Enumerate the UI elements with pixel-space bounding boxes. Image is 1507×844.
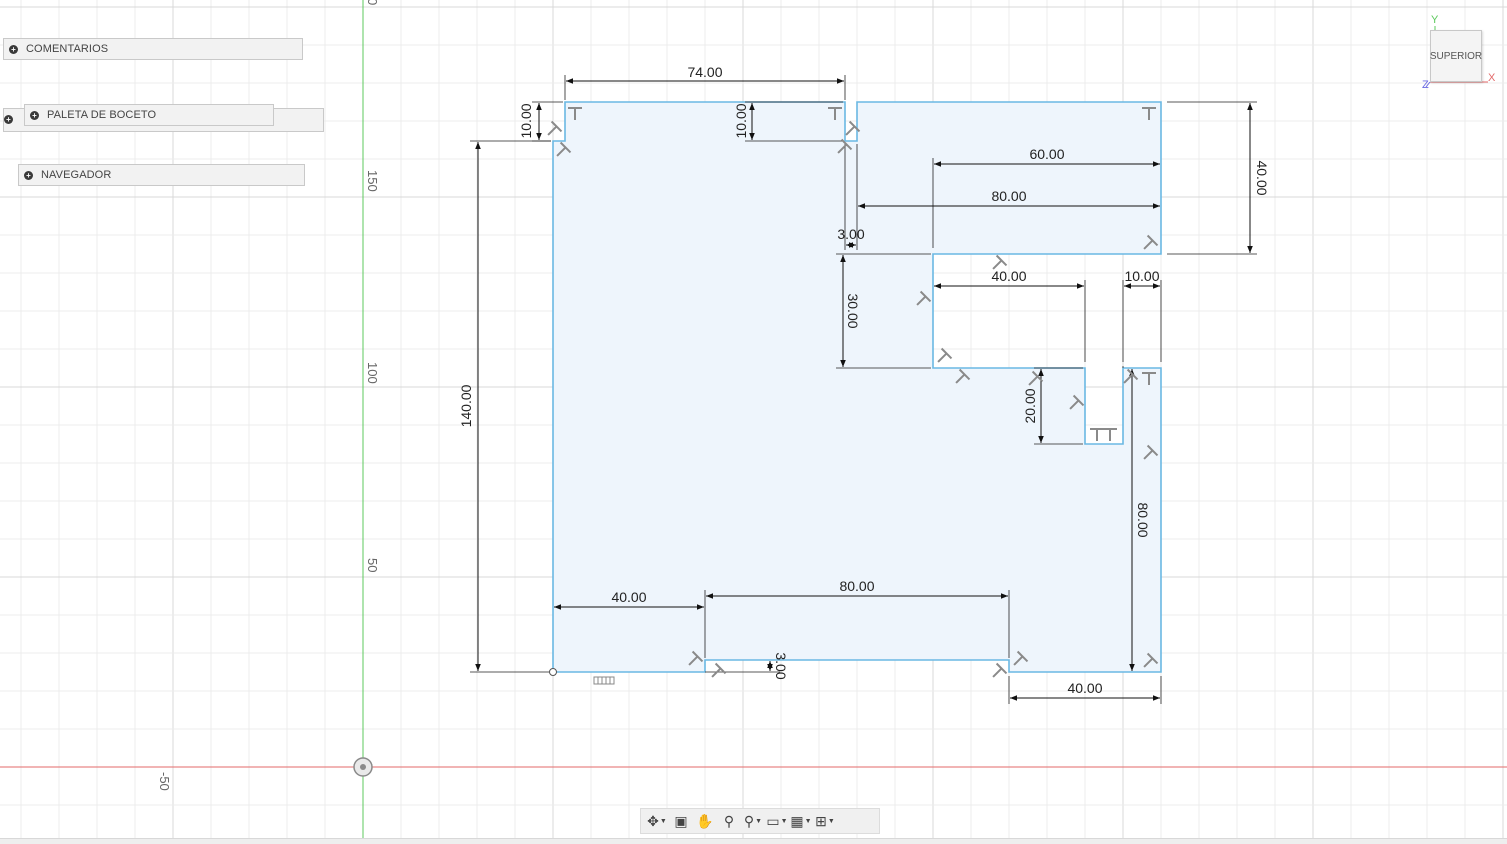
chevron-down-icon: ▼ xyxy=(827,817,835,825)
constraint-glyphs xyxy=(547,107,1159,678)
pan-hand-icon: ✋ xyxy=(696,812,714,829)
perpendicular-constraint-icon xyxy=(1090,428,1104,441)
browser-label: NAVEGADOR xyxy=(41,169,112,181)
perpendicular-constraint-icon xyxy=(568,107,582,120)
origin-icon[interactable] xyxy=(353,757,373,777)
axis-z-label: Z xyxy=(1422,79,1429,91)
axis-x-label: X xyxy=(1488,72,1496,84)
perpendicular-constraint-icon xyxy=(845,120,861,136)
orbit-icon: ✥ xyxy=(647,812,659,829)
display-settings-icon: ▭ xyxy=(766,812,780,829)
perpendicular-constraint-icon xyxy=(1142,372,1156,385)
pin-icon[interactable]: + xyxy=(4,115,13,124)
ruler-label-150: 150 xyxy=(365,170,380,192)
expand-icon[interactable]: + xyxy=(30,110,39,120)
grid-settings-icon: ▦ xyxy=(790,812,804,829)
orbit-button[interactable]: ✥▼ xyxy=(645,811,669,831)
ruler-label-100: 100 xyxy=(365,362,380,384)
perpendicular-constraint-icon xyxy=(1123,368,1139,384)
look-at-icon: ▣ xyxy=(674,812,688,829)
display-settings-button[interactable]: ▭▼ xyxy=(765,811,789,831)
perpendicular-constraint-icon xyxy=(992,662,1008,678)
dim-slot-height-20[interactable]: 20.00 xyxy=(1022,388,1038,423)
dimension-lines xyxy=(475,78,1253,701)
fix-constraint-icon xyxy=(593,676,615,685)
perpendicular-constraint-icon xyxy=(937,347,953,363)
look-at-button[interactable]: ▣ xyxy=(669,811,693,831)
comments-panel[interactable]: + COMENTARIOS xyxy=(3,38,303,60)
fit-icon: ⚲ xyxy=(743,812,755,829)
extension-lines xyxy=(470,75,1257,704)
viewports-icon: ⊞ xyxy=(815,812,827,829)
perpendicular-constraint-icon xyxy=(1142,107,1156,120)
dim-left-top-offset[interactable]: 10.00 xyxy=(518,103,534,138)
dim-gap-3[interactable]: 3.00 xyxy=(837,226,864,242)
sketch-palette-label: PALETA DE BOCETO xyxy=(47,109,157,121)
perpendicular-constraint-icon xyxy=(1013,650,1029,666)
expand-icon[interactable]: + xyxy=(9,44,18,54)
perpendicular-constraint-icon xyxy=(547,120,563,136)
perpendicular-constraint-icon xyxy=(837,138,853,154)
pan-button[interactable]: ✋ xyxy=(693,811,717,831)
perpendicular-constraint-icon xyxy=(828,107,842,120)
dim-slot-width-10[interactable]: 10.00 xyxy=(1124,268,1159,284)
dim-bottom-mid-80[interactable]: 80.00 xyxy=(839,578,874,594)
grid-settings-button[interactable]: ▦▼ xyxy=(789,811,813,831)
chevron-down-icon: ▼ xyxy=(755,817,763,825)
dim-top-width[interactable]: 74.00 xyxy=(687,64,722,80)
dim-bottom-left-40[interactable]: 40.00 xyxy=(611,589,646,605)
perpendicular-constraint-icon xyxy=(1143,444,1159,460)
perpendicular-constraint-icon xyxy=(1143,652,1159,668)
perpendicular-constraint-icon xyxy=(955,368,971,384)
perpendicular-constraint-icon xyxy=(688,650,704,666)
dim-bottom-right-40[interactable]: 40.00 xyxy=(1067,680,1102,696)
dim-bottom-gap-3[interactable]: 3.00 xyxy=(773,652,789,679)
comments-label: COMENTARIOS xyxy=(26,43,109,55)
perpendicular-constraint-icon xyxy=(992,254,1008,270)
dim-inner-height-30[interactable]: 30.00 xyxy=(845,293,861,328)
perpendicular-constraint-icon xyxy=(1069,394,1085,410)
dim-upper-width-80[interactable]: 80.00 xyxy=(991,188,1026,204)
perpendicular-constraint-icon xyxy=(1028,370,1044,386)
viewports-button[interactable]: ⊞▼ xyxy=(813,811,837,831)
perpendicular-constraint-icon xyxy=(1143,234,1159,250)
view-cube[interactable]: SUPERIOR xyxy=(1430,30,1482,82)
chevron-down-icon: ▼ xyxy=(780,817,788,825)
axis-y-label: Y xyxy=(1431,14,1439,26)
browser-panel[interactable]: + NAVEGADOR xyxy=(18,164,305,186)
expand-icon[interactable]: + xyxy=(24,170,33,180)
perpendicular-constraint-icon xyxy=(916,290,932,306)
dim-notch-depth[interactable]: 10.00 xyxy=(733,103,749,138)
triad-z xyxy=(1425,81,1431,88)
chevron-down-icon: ▼ xyxy=(659,817,667,825)
chevron-down-icon: ▼ xyxy=(804,817,812,825)
perpendicular-constraint-icon xyxy=(711,662,727,678)
status-strip xyxy=(0,838,1507,844)
perpendicular-constraint-icon xyxy=(1103,428,1117,441)
perpendicular-constraint-icon xyxy=(556,141,572,157)
sketch-palette-panel[interactable]: + PALETA DE BOCETO xyxy=(24,104,274,126)
dim-upper-width-60[interactable]: 60.00 xyxy=(1029,146,1064,162)
ruler-label-50: 50 xyxy=(365,558,380,572)
dim-left-height[interactable]: 140.00 xyxy=(458,384,474,427)
navigation-toolbar: ✥▼ ▣ ✋ ⚲ ⚲▼ ▭▼ ▦▼ ⊞▼ xyxy=(640,808,880,834)
dim-right-height-80[interactable]: 80.00 xyxy=(1135,502,1151,537)
dim-inner-width-40[interactable]: 40.00 xyxy=(991,268,1026,284)
view-cube-face: SUPERIOR xyxy=(1429,50,1483,62)
ruler-label-minus50: -50 xyxy=(157,772,172,791)
fit-button[interactable]: ⚲▼ xyxy=(741,811,765,831)
sketch-point[interactable] xyxy=(549,668,557,676)
zoom-icon: ⚲ xyxy=(723,812,735,829)
ruler-label-0: 0 xyxy=(365,0,380,5)
zoom-button[interactable]: ⚲ xyxy=(717,811,741,831)
dim-right-top-height[interactable]: 40.00 xyxy=(1254,160,1270,195)
